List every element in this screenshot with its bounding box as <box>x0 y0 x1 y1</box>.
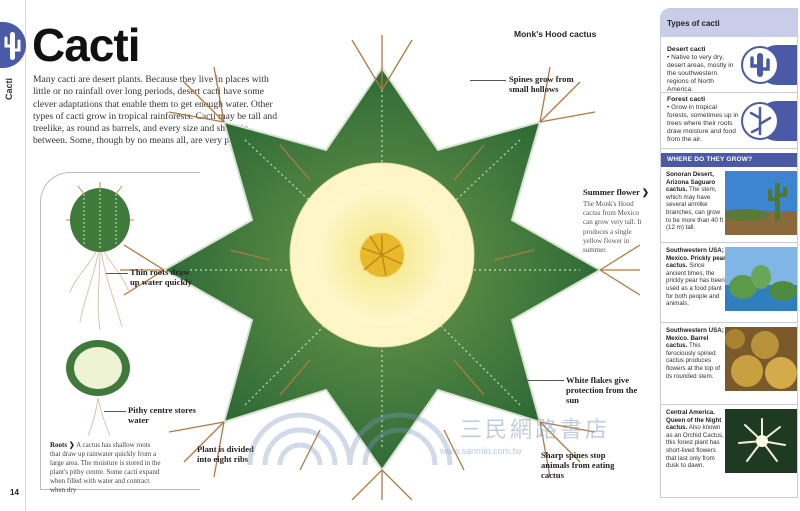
roots-note: Roots ❯ A cactus has shallow roots that … <box>50 441 162 495</box>
types-header: Types of cacti <box>661 9 797 37</box>
grow-desc: Southwestern USA; Mexico. Prickly pear c… <box>666 247 726 308</box>
sidebar: Types of cacti Desert cacti • Native to … <box>660 8 798 498</box>
saguaro-photo <box>725 171 797 235</box>
type-name: Forest cacti <box>667 96 706 103</box>
monks-hood-cactus-illustration <box>120 35 640 500</box>
roots-panel <box>40 172 200 490</box>
grow-name: Prickly pear cactus. <box>666 254 726 270</box>
callout-thin-roots: Thin roots draw up water quickly <box>130 267 192 287</box>
grow-text: The stem, which may have several armlike… <box>666 186 724 232</box>
grow-place: Southwestern USA; Mexico. <box>666 247 724 262</box>
grow-row-barrel: Southwestern USA; Mexico. Barrel cactus.… <box>661 323 797 405</box>
cactus-cross-section-image <box>66 340 130 437</box>
callout-white-flakes: White flakes give protection from the su… <box>566 375 638 405</box>
callout-eight-ribs: Plant is divided into eight ribs <box>197 444 254 464</box>
grow-place: Central America. <box>666 409 715 416</box>
grow-place: Southwestern USA; Mexico. <box>666 327 724 342</box>
grow-row-saguaro: Sonoran Desert, Arizona Saguaro cactus. … <box>661 167 797 243</box>
grow-text: Also known as an Orchid Cactus, this for… <box>666 424 724 470</box>
type-desc: Desert cacti • Native to very dry, deser… <box>667 46 739 94</box>
page-title: Cacti <box>32 19 140 71</box>
prickly-pear-photo <box>725 247 797 311</box>
cactus-name-label: Monk's Hood cactus <box>514 29 597 39</box>
section-edge-tab: Cacti <box>0 0 26 511</box>
leader-line <box>106 273 128 274</box>
grow-desc: Southwestern USA; Mexico. Barrel cactus.… <box>666 327 726 380</box>
watermark-logo <box>247 412 453 465</box>
types-title: Types of cacti <box>667 19 720 28</box>
page-number: 14 <box>10 488 19 497</box>
small-cactus-with-roots-image <box>66 182 134 331</box>
grow-row-queen-of-night: Central America. Queen of the Night cact… <box>661 405 797 497</box>
summer-flower-text: The Monk's Hood cactus from Mexico can g… <box>583 200 642 255</box>
grow-text: Since ancient times, the prickly pear ha… <box>666 262 725 308</box>
cactus-tab-icon <box>0 22 26 68</box>
watermark-url: www.sanmin.com.tw <box>440 446 522 456</box>
roots-note-text: A cactus has shallow roots that draw up … <box>50 441 161 494</box>
grow-place: Sonoran Desert, Arizona <box>666 171 714 186</box>
grow-row-prickly-pear: Southwestern USA; Mexico. Prickly pear c… <box>661 243 797 323</box>
chevron-right-icon: ❯ <box>641 187 650 197</box>
summer-flower-title: Summer flower ❯ <box>583 187 650 197</box>
callout-sharp-spines: Sharp spines stop animals from eating ca… <box>541 450 615 480</box>
intro-paragraph: Many cacti are desert plants. Because th… <box>33 74 278 147</box>
grow-desc: Sonoran Desert, Arizona Saguaro cactus. … <box>666 171 726 232</box>
grow-text: This ferociously spined cactus produces … <box>666 342 720 380</box>
barrel-cactus-photo <box>725 327 797 391</box>
callout-pithy-centre: Pithy centre stores water <box>128 405 196 425</box>
type-text: • Native to very dry, desert areas, most… <box>667 54 734 93</box>
forest-cactus-icon <box>741 102 779 140</box>
grow-name: Barrel cactus. <box>666 334 709 350</box>
chevron-right-icon: ❯ <box>68 441 75 449</box>
type-row-desert: Desert cacti • Native to very dry, deser… <box>661 37 797 94</box>
type-text: • Grow in tropical forests, sometimes up… <box>667 104 739 143</box>
leader-line <box>470 80 506 81</box>
grow-title: WHERE DO THEY GROW? <box>667 156 753 163</box>
grow-header: WHERE DO THEY GROW? <box>661 153 797 167</box>
grow-name: Queen of the Night cactus. <box>666 416 722 432</box>
type-desc: Forest cacti • Grow in tropical forests,… <box>667 96 739 144</box>
callout-spines: Spines grow from small hollows <box>509 74 574 94</box>
section-tab-label: Cacti <box>4 78 14 101</box>
roots-note-title: Roots <box>50 441 68 449</box>
grow-desc: Central America. Queen of the Night cact… <box>666 409 726 470</box>
leader-line <box>520 380 564 381</box>
type-name: Desert cacti <box>667 46 706 53</box>
queen-of-night-photo <box>725 409 797 473</box>
type-row-forest: Forest cacti • Grow in tropical forests,… <box>661 93 797 149</box>
summer-flower-note: Summer flower ❯ The Monk's Hood cactus f… <box>583 187 650 255</box>
grow-name: Saguaro cactus. <box>666 178 716 194</box>
watermark-text: 三民網路書店 <box>460 417 611 442</box>
leader-line <box>104 411 126 412</box>
saguaro-icon <box>741 46 779 84</box>
